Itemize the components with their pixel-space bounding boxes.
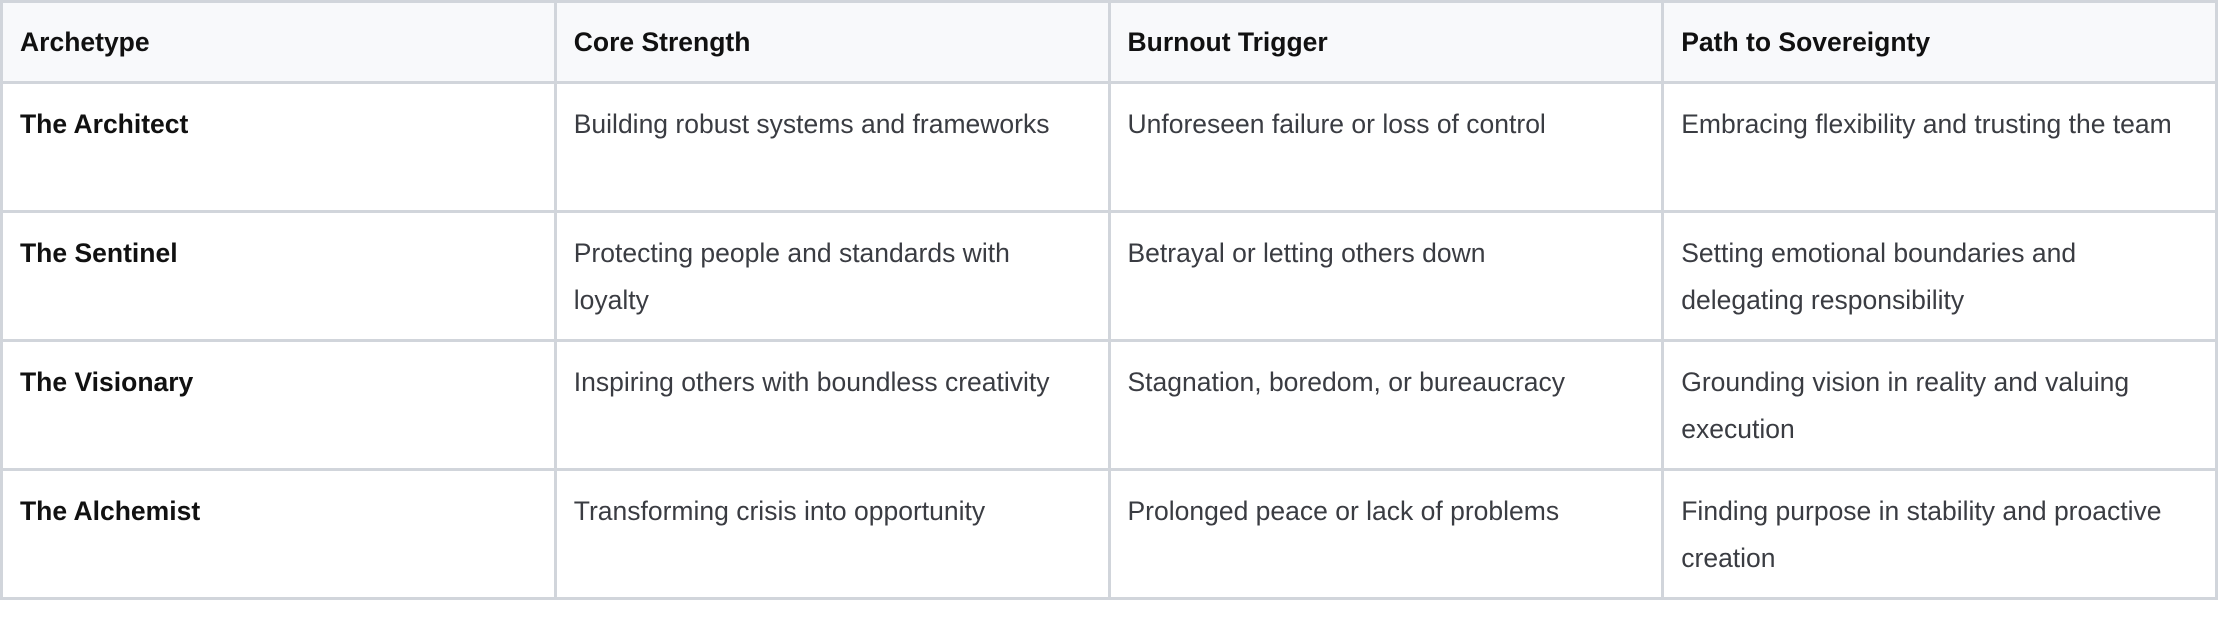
cell-archetype: The Architect [0, 81, 557, 213]
cell-burnout-trigger: Unforeseen failure or loss of control [1107, 81, 1665, 213]
cell-archetype: The Sentinel [0, 210, 557, 342]
table-row: The Visionary Inspiring others with boun… [0, 339, 2218, 471]
archetype-table: Archetype Core Strength Burnout Trigger … [0, 0, 2218, 600]
table-row: The Sentinel Protecting people and stand… [0, 210, 2218, 342]
cell-burnout-trigger: Betrayal or letting others down [1107, 210, 1665, 342]
cell-path-to-sovereignty: Setting emotional boundaries and delegat… [1661, 210, 2218, 342]
header-core-strength: Core Strength [553, 0, 1111, 84]
cell-core-strength: Building robust systems and frameworks [553, 81, 1111, 213]
header-archetype: Archetype [0, 0, 557, 84]
cell-core-strength: Transforming crisis into opportunity [553, 468, 1111, 600]
header-burnout-trigger: Burnout Trigger [1107, 0, 1665, 84]
cell-path-to-sovereignty: Embracing flexibility and trusting the t… [1661, 81, 2218, 213]
table-header: Archetype Core Strength Burnout Trigger … [0, 0, 2218, 84]
cell-burnout-trigger: Prolonged peace or lack of problems [1107, 468, 1665, 600]
cell-path-to-sovereignty: Grounding vision in reality and valuing … [1661, 339, 2218, 471]
cell-burnout-trigger: Stagnation, boredom, or bureaucracy [1107, 339, 1665, 471]
cell-archetype: The Visionary [0, 339, 557, 471]
cell-core-strength: Inspiring others with boundless creativi… [553, 339, 1111, 471]
header-row: Archetype Core Strength Burnout Trigger … [0, 0, 2218, 84]
table-body: The Architect Building robust systems an… [0, 81, 2218, 600]
table-row: The Alchemist Transforming crisis into o… [0, 468, 2218, 600]
header-path-to-sovereignty: Path to Sovereignty [1661, 0, 2218, 84]
table-row: The Architect Building robust systems an… [0, 81, 2218, 213]
cell-archetype: The Alchemist [0, 468, 557, 600]
cell-core-strength: Protecting people and standards with loy… [553, 210, 1111, 342]
cell-path-to-sovereignty: Finding purpose in stability and proacti… [1661, 468, 2218, 600]
